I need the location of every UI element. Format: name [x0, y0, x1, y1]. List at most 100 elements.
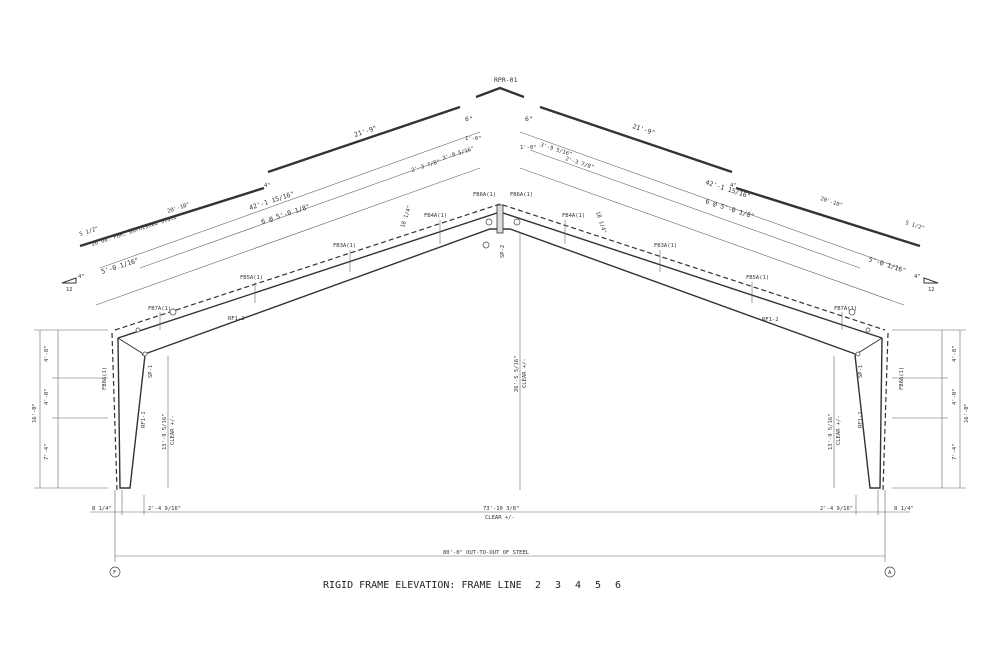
peak-a-right: 1'-0": [520, 145, 537, 151]
ridge-label: RPR-01: [494, 76, 518, 84]
slope-triangle-right: [923, 277, 939, 284]
roof-outer-dashed: [114, 203, 886, 331]
col-width-left: 8 1/4": [92, 506, 112, 512]
dim-line-left-1: [99, 131, 481, 269]
girt-2-right: 4'-0": [952, 388, 958, 405]
step-left: 4": [264, 183, 271, 189]
depth-left: 18 1/4": [400, 205, 413, 229]
horizontal-dims: [90, 490, 910, 562]
column-left-dash: [111, 332, 118, 491]
purlin-length-right: 20'-10": [819, 196, 843, 209]
eave-ext-left: 5 1/2": [79, 226, 100, 238]
panel-length-right: 21'-9": [631, 122, 656, 137]
frame-line-5: 5: [595, 580, 601, 591]
eave-clear-note-right: CLEAR +/-: [836, 415, 842, 445]
bolt-marker-5: [848, 308, 856, 316]
eave-clear-note-left: CLEAR +/-: [170, 415, 176, 445]
bolt-marker-3: [482, 241, 490, 249]
fb4a-label: FB4A(1): [424, 213, 447, 219]
eave-clear-left: 13'-9 5/16": [162, 414, 168, 450]
girt-3-left: 7'-4": [44, 443, 50, 460]
roof-panel-left-lower: [79, 186, 265, 248]
knee-left: [117, 337, 146, 356]
dim-line-left-3: [95, 167, 481, 306]
end-space-right: 5'-0 1/16": [867, 255, 907, 275]
clear-span: 73'-10 3/8": [483, 506, 519, 512]
frame-line-6: 6: [615, 580, 621, 591]
out-to-out: 80'-0" OUT-TO-OUT OF STEEL: [443, 550, 530, 556]
splice-right-label: SP-1: [858, 365, 864, 378]
peak-c-left: 3'-9 5/16": [442, 146, 475, 162]
column-right-label: RF1-1: [858, 411, 864, 428]
fb5a-label: FB5A(1): [240, 275, 263, 281]
bolt-marker-7: [865, 327, 871, 333]
grid-right: A: [888, 570, 892, 576]
ridge-clear-note: CLEAR +/-: [522, 358, 528, 388]
bolt-marker-6: [135, 327, 141, 333]
eave-clear-right: 13'-9 5/16": [828, 414, 834, 450]
column-right-dash: [882, 332, 889, 491]
fb5a-r-label: FB5A(1): [746, 275, 769, 281]
col-width-right: 8 1/4": [894, 506, 914, 512]
peak-a-left: 1'-0": [465, 136, 482, 142]
splice-ridge-label: SP-2: [500, 245, 506, 258]
grid-bubble-left: [109, 566, 121, 578]
peak-b-left: 2'-3 7/8": [411, 159, 441, 174]
frame-line-2: 2: [535, 580, 541, 591]
fb3a-r-label: FB3A(1): [654, 243, 677, 249]
rafter-right-label: RF1-2: [762, 317, 779, 323]
splice-left-label: SP-1: [148, 365, 154, 378]
fb8a-l-label: FB8A(1): [102, 367, 108, 390]
ridge-cap: [475, 86, 525, 99]
column-left: [117, 337, 146, 489]
girt-1-left: 4'-8": [44, 345, 50, 362]
bolt-marker-4: [513, 218, 521, 226]
offset-left: 2'-4 9/16": [148, 506, 181, 512]
end-space-left: 5'-0 1/16": [100, 256, 140, 276]
ridge-offset-right: 6": [525, 115, 533, 123]
fb7a-label: FB7A(1): [148, 306, 171, 312]
vertical-dims-right: [892, 329, 966, 489]
depth-right: 18 1/4": [594, 211, 607, 235]
girt-1-right: 4'-8": [952, 345, 958, 362]
rafter-len-right: 42'-1 15/16": [704, 178, 751, 200]
girt-3-right: 7'-4": [952, 443, 958, 460]
slope-rise-left: 4": [78, 274, 85, 280]
sheeting-note: 26 Ga. PBR, Burnished Slate: [91, 215, 178, 248]
grid-left: F: [113, 570, 116, 576]
spacing-right: 6 @ 5'-0 1/8": [704, 197, 755, 220]
ridge-clear: 26'-5 5/16": [514, 356, 520, 392]
dim-line-left-2: [139, 149, 471, 269]
roof-panel-left: [267, 105, 461, 174]
ridge-offset-left: 6": [465, 115, 473, 123]
dim-line-right-1: [519, 131, 901, 269]
roof-panel-right: [539, 105, 733, 174]
knee-right: [854, 337, 883, 356]
fb7a-r-label: FB7A(1): [834, 306, 857, 312]
height-total-right: 16'-0": [964, 403, 970, 423]
fb6a-b-label: FB6A(1): [510, 192, 533, 198]
slope-run-left: 12: [66, 287, 73, 293]
slope-rise-right: 4": [914, 274, 921, 280]
roof-panel-right-lower: [735, 186, 921, 248]
dim-line-right-2: [529, 149, 861, 269]
clear-span-note: CLEAR +/-: [485, 515, 515, 521]
fb8a-r-label: FB8A(1): [899, 367, 905, 390]
bolt-marker-2: [485, 218, 493, 226]
bolt-marker-1: [169, 308, 177, 316]
drawing-title: RIGID FRAME ELEVATION: FRAME LINE: [323, 580, 522, 591]
slope-triangle-left: [61, 277, 77, 284]
girt-2-left: 4'-0": [44, 388, 50, 405]
column-right: [854, 337, 883, 489]
height-total-left: 16'-0": [32, 403, 38, 423]
column-left-label: RF1-1: [141, 411, 147, 428]
frame-line-3: 3: [555, 580, 561, 591]
eave-ext-right: 5 1/2": [904, 220, 925, 232]
fb3a-label: FB3A(1): [333, 243, 356, 249]
fb6a-label: FB6A(1): [473, 192, 496, 198]
vertical-dims-left: [34, 329, 108, 489]
slope-run-right: 12: [928, 287, 935, 293]
rafter-left-label: RF1-2: [228, 316, 245, 322]
step-right: 4": [730, 183, 737, 189]
